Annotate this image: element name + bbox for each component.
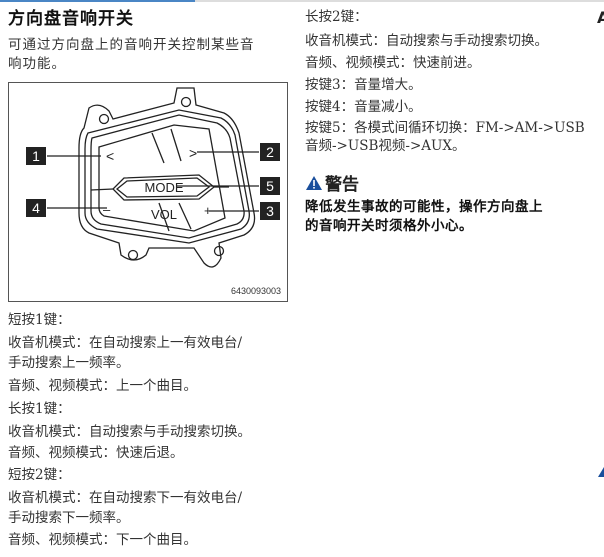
body-line: 音频、视频模式：快速后退。 bbox=[8, 445, 184, 461]
warning-triangle-icon bbox=[598, 467, 604, 477]
warning-triangle-icon bbox=[306, 175, 322, 190]
body-line: 收音机模式：在自动搜索上一有效电台/ bbox=[8, 335, 243, 351]
next-column-heading: A bbox=[597, 8, 604, 27]
warning-text: 降低发生事故的可能性，操作方向盘上 的音响开关时须格外小心。 bbox=[305, 198, 543, 236]
vol-label: VOL bbox=[151, 207, 177, 222]
intro: 可通过方向盘上的音响开关控制某些音 响功能。 bbox=[8, 36, 255, 74]
callout-3 bbox=[260, 202, 280, 220]
callout-1 bbox=[26, 147, 46, 165]
body-line: 音频、视频模式：上一个曲目。 bbox=[8, 378, 197, 394]
volume-up-button: + bbox=[204, 203, 212, 218]
body-line: 手动搜索下一频率。 bbox=[8, 510, 130, 526]
callout-2 bbox=[260, 143, 280, 161]
svg-text:5: 5 bbox=[266, 178, 274, 194]
intro-line: 响功能。 bbox=[8, 56, 66, 72]
right-body: 长按2键： 收音机模式：自动搜索与手动搜索切换。 音频、视频模式：快速前进。 按… bbox=[305, 7, 585, 155]
body-line: 音频、视频模式：快速前进。 bbox=[305, 55, 481, 71]
body-line: 按键3：音量增大。 bbox=[305, 77, 422, 93]
callout-4 bbox=[26, 199, 46, 217]
intro-line: 可通过方向盘上的音响开关控制某些音 bbox=[8, 37, 255, 53]
body-line: 按键5：各模式间循环切换：FM->AM->USB bbox=[305, 120, 585, 136]
prev-button: < bbox=[106, 148, 114, 164]
top-rule bbox=[0, 0, 604, 2]
body-line: 收音机模式：在自动搜索下一有效电台/ bbox=[8, 490, 243, 506]
svg-text:1: 1 bbox=[32, 148, 40, 164]
callout-labels: 1 2 3 4 5 bbox=[26, 143, 280, 220]
body-line: 音频、视频模式：下一个曲目。 bbox=[8, 532, 197, 548]
steering-switch-figure: 1 2 3 4 5 < > MODE VOL + – 6430093003 bbox=[8, 82, 288, 302]
next-button: > bbox=[189, 145, 197, 161]
warning-line: 的音响开关时须格外小心。 bbox=[305, 218, 473, 234]
warning-title: 警告 bbox=[325, 175, 359, 195]
body-line: 长按2键： bbox=[305, 9, 368, 25]
mode-button: MODE bbox=[145, 180, 184, 195]
svg-text:4: 4 bbox=[32, 200, 40, 216]
body-line: 长按1键： bbox=[8, 401, 71, 417]
page-title: 方向盘音响开关 bbox=[8, 9, 134, 29]
body-line: 短按2键： bbox=[8, 467, 71, 483]
svg-text:2: 2 bbox=[266, 144, 274, 160]
figure-code: 6430093003 bbox=[231, 286, 281, 296]
left-body: 短按1键： 收音机模式：在自动搜索上一有效电台/ 手动搜索上一频率。 音频、视频… bbox=[8, 310, 251, 550]
body-line: 按键4：音量减小。 bbox=[305, 99, 422, 115]
warning-line: 降低发生事故的可能性，操作方向盘上 bbox=[305, 199, 543, 215]
body-line: 音频->USB视频->AUX。 bbox=[305, 138, 466, 154]
body-line: 短按1键： bbox=[8, 312, 71, 328]
body-line: 收音机模式：自动搜索与手动搜索切换。 bbox=[305, 33, 548, 49]
body-line: 手动搜索上一频率。 bbox=[8, 355, 130, 371]
volume-down-button: – bbox=[103, 202, 111, 217]
svg-text:3: 3 bbox=[266, 203, 274, 219]
warning-heading: 警告 bbox=[305, 170, 359, 195]
body-line: 收音机模式：自动搜索与手动搜索切换。 bbox=[8, 424, 251, 440]
callout-5 bbox=[260, 177, 280, 195]
